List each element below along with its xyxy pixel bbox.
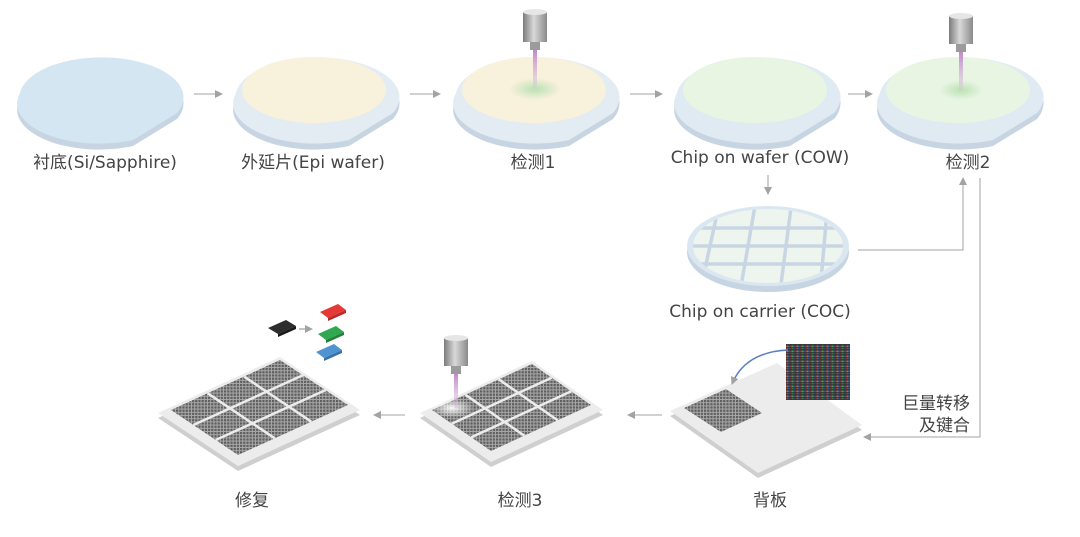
- repair-panel: [158, 357, 360, 471]
- label-backplane: 背板: [753, 491, 787, 511]
- label-mass-transfer-line1: 巨量转移: [902, 394, 970, 414]
- substrate-wafer: [17, 57, 184, 150]
- inspection-probe-icon: [444, 335, 468, 408]
- label-substrate: 衬底(Si/Sapphire): [33, 153, 177, 173]
- arrow-coc-to-inspect2: [858, 177, 967, 251]
- label-inspection1: 检测1: [510, 153, 556, 173]
- label-epi-wafer: 外延片(Epi wafer): [241, 153, 385, 173]
- arrow-inspect2-to-backplane: [863, 178, 981, 441]
- pixel-array-icon: [786, 344, 850, 400]
- label-mass-transfer-line2: 及键合: [919, 416, 970, 436]
- inspection2-wafer: [877, 57, 1044, 150]
- label-inspection2: 检测2: [945, 153, 991, 173]
- inspection-probe-icon: [949, 13, 973, 90]
- cow-wafer: [674, 57, 841, 150]
- epi-wafer: [233, 57, 400, 150]
- inspection-probe-icon: [523, 9, 547, 88]
- label-repair: 修复: [235, 491, 269, 511]
- inspection1-wafer: [453, 57, 620, 150]
- label-mass-transfer: 巨量转移 及键合: [902, 393, 970, 437]
- transfer-arrow: [730, 349, 789, 385]
- label-chip-on-wafer: Chip on wafer (COW): [670, 148, 850, 168]
- inspection3-panel: [420, 361, 603, 467]
- coc-wafer: [687, 206, 849, 292]
- label-inspection3: 检测3: [497, 491, 543, 511]
- led-chip-icon: [268, 304, 346, 361]
- label-chip-on-carrier: Chip on carrier (COC): [669, 302, 851, 322]
